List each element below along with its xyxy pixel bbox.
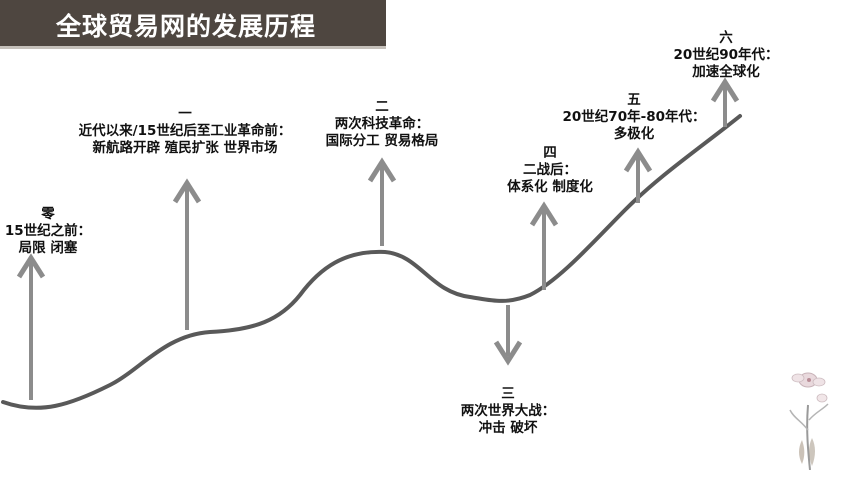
orchid-decoration-icon: [789, 372, 829, 470]
stage-number: 零: [41, 206, 55, 222]
stage-period: 20世纪70年-80年代：: [562, 109, 706, 125]
stage-number: 六: [719, 30, 733, 46]
stage-period: 二战后：: [523, 162, 577, 178]
stage-5-arrow: [623, 147, 653, 203]
development-curve: [1, 114, 742, 410]
stage-description: 局限 闭塞: [18, 240, 78, 256]
stage-6-label: 六 20世纪90年代： 加速全球化: [660, 30, 792, 81]
stage-number: 五: [627, 92, 641, 108]
stage-description: 冲击 破坏: [478, 420, 538, 436]
stage-period: 15世纪之前：: [4, 223, 92, 239]
stage-6-arrow: [710, 77, 740, 127]
stage-period: 两次科技革命：: [334, 116, 430, 132]
stage-period: 近代以来/15世纪后至工业革命前：: [78, 123, 292, 139]
stage-number: 一: [178, 106, 192, 122]
stage-1-label: 一 近代以来/15世纪后至工业革命前： 新航路开辟 殖民扩张 世界市场: [40, 106, 330, 157]
page-title: 全球贸易网的发展历程: [56, 12, 317, 41]
stage-4-label: 四 二战后： 体系化 制度化: [488, 145, 612, 196]
stage-0-label: 零 15世纪之前： 局限 闭塞: [0, 206, 96, 257]
stage-description: 国际分工 贸易格局: [325, 133, 439, 149]
stage-3-arrow: [493, 305, 523, 366]
stage-description: 加速全球化: [692, 64, 760, 80]
stage-period: 20世纪90年代：: [673, 47, 779, 63]
stage-description: 新航路开辟 殖民扩张 世界市场: [92, 140, 278, 156]
stage-2-arrow: [367, 157, 397, 246]
stage-4-arrow: [529, 201, 559, 290]
stage-5-label: 五 20世纪70年-80年代： 多极化: [546, 92, 722, 143]
stage-period: 两次世界大战：: [460, 403, 556, 419]
title-banner: 全球贸易网的发展历程: [0, 0, 386, 49]
stage-number: 四: [543, 145, 557, 161]
stage-0-arrow: [16, 253, 46, 400]
stage-number: 二: [375, 99, 389, 115]
stage-description: 体系化 制度化: [507, 179, 593, 195]
stage-description: 多极化: [613, 126, 655, 142]
stage-1-arrow: [172, 178, 202, 330]
stage-2-label: 二 两次科技革命： 国际分工 贸易格局: [300, 99, 464, 150]
stage-number: 三: [501, 386, 515, 402]
stage-3-label: 三 两次世界大战： 冲击 破坏: [440, 386, 576, 437]
